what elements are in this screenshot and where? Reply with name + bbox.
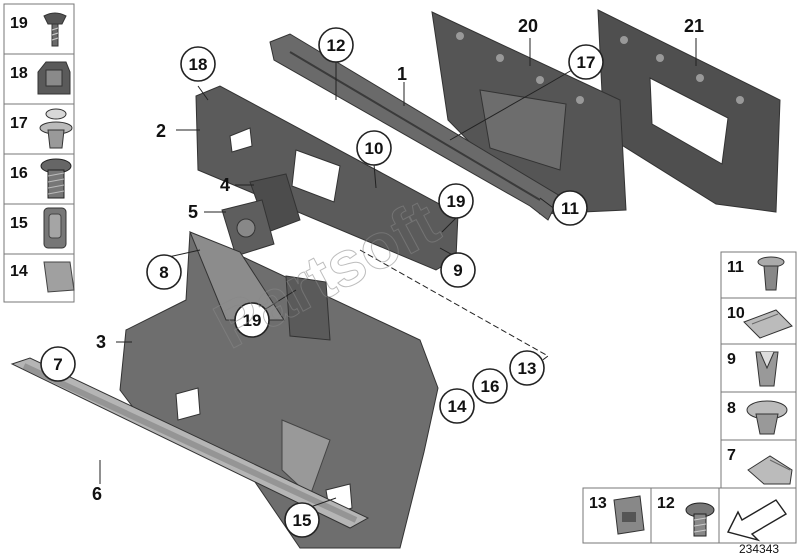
- callout-9[interactable]: 9: [440, 252, 476, 288]
- bracket-clip-icon: [37, 61, 71, 95]
- label-1[interactable]: 1: [397, 64, 407, 84]
- callout-9-label: 9: [453, 261, 462, 280]
- label-3[interactable]: 3: [96, 332, 106, 352]
- end-clip-icon: [747, 455, 793, 485]
- legend-num-17: 17: [10, 115, 28, 132]
- legend-num-12: 12: [657, 495, 675, 512]
- callout-13[interactable]: 13: [509, 350, 545, 386]
- legend-num-18: 18: [10, 65, 28, 82]
- callout-14-label: 14: [448, 397, 467, 416]
- callout-15-label: 15: [293, 511, 312, 530]
- legend-num-8: 8: [727, 400, 736, 417]
- callout-16[interactable]: 16: [472, 368, 508, 404]
- callout-16-label: 16: [481, 377, 500, 396]
- callout-18-label: 18: [189, 55, 208, 74]
- callout-19-mid-label: 19: [243, 311, 262, 330]
- legend-num-9: 9: [727, 351, 736, 368]
- callout-7-label: 7: [53, 355, 62, 374]
- legend-num-19: 19: [10, 15, 28, 32]
- diagram-id: 234343: [739, 542, 779, 556]
- push-rivet-icon: [39, 108, 73, 149]
- callouts: 18 12 17 10 19 11 9 8: [40, 27, 604, 538]
- callout-19-top[interactable]: 19: [438, 183, 474, 219]
- callout-12-label: 12: [327, 36, 346, 55]
- expanding-rivet-icon: [757, 256, 785, 291]
- legend-num-7: 7: [727, 447, 736, 464]
- label-21[interactable]: 21: [684, 16, 704, 36]
- callout-11[interactable]: 11: [552, 190, 588, 226]
- legend-num-16: 16: [10, 165, 28, 182]
- part-5-grille[interactable]: [221, 199, 275, 257]
- cover-cap-icon: [43, 207, 67, 249]
- callout-8[interactable]: 8: [146, 254, 182, 290]
- clip-nut-icon: [743, 309, 793, 339]
- screw-icon: [40, 158, 72, 199]
- callout-19-top-label: 19: [447, 192, 466, 211]
- callout-15[interactable]: 15: [284, 502, 320, 538]
- legend-cell-9[interactable]: [720, 343, 797, 393]
- legend-right-column: 11 10 9 8 7: [720, 251, 797, 489]
- callout-10-label: 10: [365, 139, 384, 158]
- callout-18[interactable]: 18: [180, 46, 216, 82]
- part-1-rail[interactable]: [269, 33, 561, 221]
- part-6-mesh-strip[interactable]: [10, 357, 370, 529]
- callout-13-label: 13: [518, 359, 537, 378]
- legend-num-10: 10: [727, 305, 745, 322]
- callout-7[interactable]: 7: [40, 346, 76, 382]
- callout-10[interactable]: 10: [356, 130, 392, 166]
- pad-icon: [43, 261, 75, 293]
- label-6[interactable]: 6: [92, 484, 102, 504]
- legend-num-14: 14: [10, 263, 28, 280]
- callout-12[interactable]: 12: [318, 27, 354, 63]
- label-5[interactable]: 5: [188, 202, 198, 222]
- legend-left-column: 19 18 17 16 15 14: [3, 3, 75, 303]
- callout-11-label: 11: [561, 199, 579, 218]
- legend-bottom-row: 13 12: [582, 487, 797, 544]
- legend-cell-19[interactable]: [3, 3, 75, 55]
- plain-labels: 1 2 3 4 5 6 20 21: [92, 16, 704, 504]
- legend-num-13: 13: [589, 495, 607, 512]
- cover-tab-icon: [613, 495, 645, 535]
- callout-17-label: 17: [577, 53, 596, 72]
- spreader-clip-icon: [755, 351, 779, 387]
- callout-19-mid[interactable]: 19: [234, 302, 270, 338]
- legend-num-11: 11: [727, 259, 744, 276]
- mushroom-clip-icon: [746, 400, 788, 435]
- part-21-panel[interactable]: [597, 9, 781, 213]
- legend-cell-11[interactable]: [720, 251, 797, 299]
- callout-14[interactable]: 14: [439, 388, 475, 424]
- arrow-icon: [726, 499, 788, 542]
- washer-screw-icon: [685, 502, 715, 537]
- label-4[interactable]: 4: [220, 175, 230, 195]
- label-2[interactable]: 2: [156, 121, 166, 141]
- legend-num-15: 15: [10, 215, 28, 232]
- clip-screw-icon: [43, 12, 67, 47]
- callout-8-label: 8: [159, 263, 168, 282]
- callout-17[interactable]: 17: [568, 44, 604, 80]
- part-3-trim-panel[interactable]: [119, 231, 439, 549]
- label-20[interactable]: 20: [518, 16, 538, 36]
